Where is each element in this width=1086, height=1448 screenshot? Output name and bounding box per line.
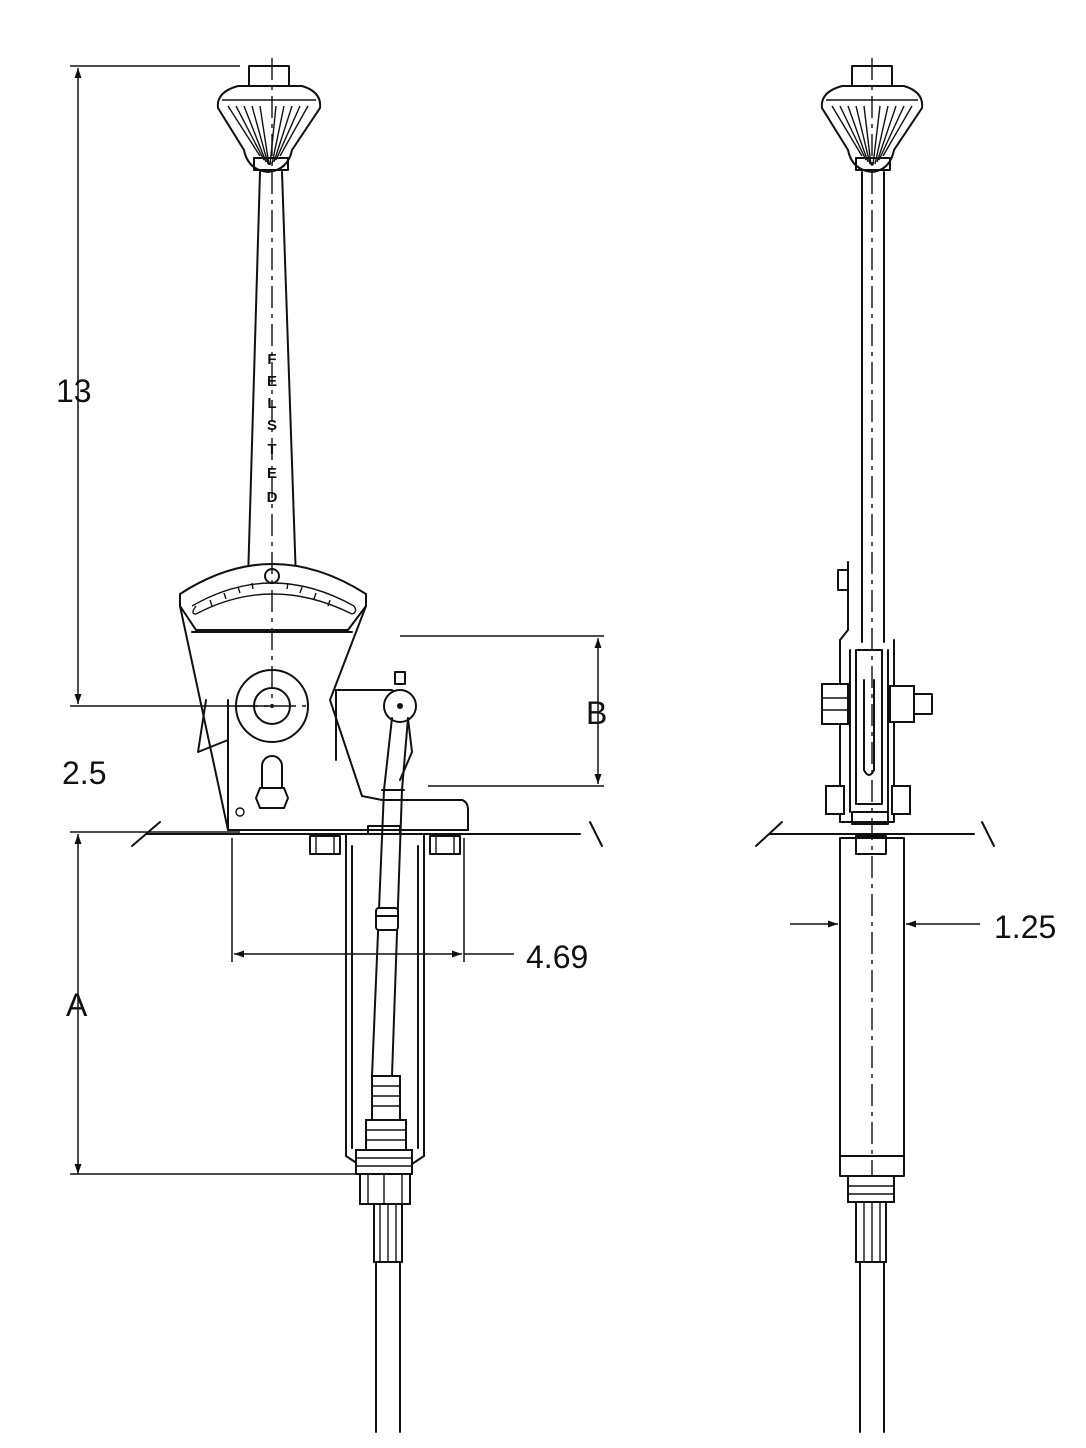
front-mounting-plate	[131, 821, 603, 855]
dim-tube-width: 1.25	[994, 909, 1056, 945]
front-bracket	[179, 605, 469, 831]
front-sector-plate	[179, 563, 367, 633]
front-view: F E L S T E D	[131, 58, 603, 1433]
side-lever-arm	[861, 171, 885, 643]
front-dimensions: 13 2.5 A B 4.69	[56, 65, 607, 1175]
dim-overall-height: 13	[56, 373, 92, 409]
front-knob	[216, 65, 322, 174]
side-dimensions: 1.25	[790, 909, 1056, 945]
side-bracket	[821, 561, 933, 825]
front-cable	[355, 789, 413, 1433]
side-view	[755, 58, 995, 1433]
front-linkage	[381, 671, 417, 791]
front-lever-arm	[247, 171, 297, 581]
dim-pivot-offset: 2.5	[62, 755, 106, 791]
side-cable	[847, 1175, 895, 1433]
dim-base-width: 4.69	[526, 939, 588, 975]
side-knob	[820, 65, 924, 174]
dim-b-label: B	[586, 695, 607, 731]
svg-text:E: E	[267, 465, 277, 482]
svg-text:F: F	[267, 351, 276, 368]
dim-a-label: A	[66, 987, 88, 1023]
svg-text:S: S	[267, 417, 277, 434]
